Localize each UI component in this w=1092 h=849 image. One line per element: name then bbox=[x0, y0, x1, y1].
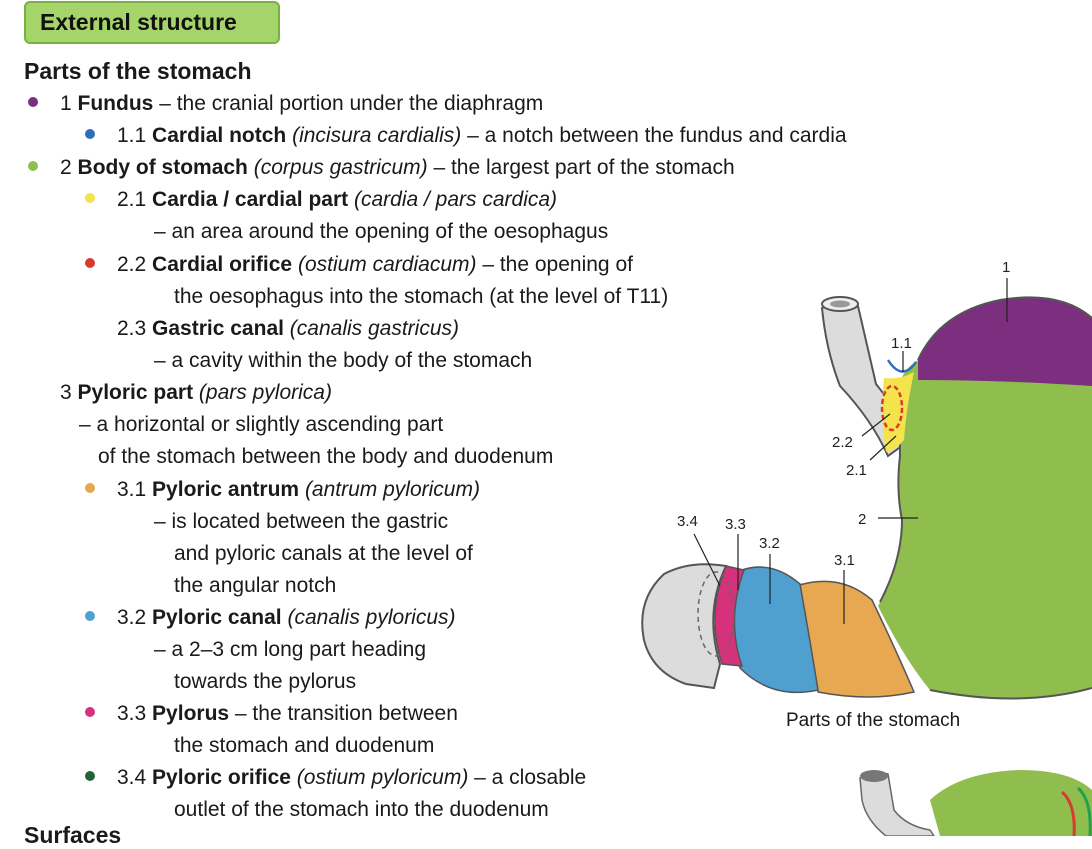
antrum-bullet bbox=[85, 483, 95, 493]
body-bullet bbox=[28, 161, 38, 171]
item-cardial-notch: 1.1 Cardial notch (incisura cardialis) –… bbox=[117, 124, 847, 147]
cardia-region bbox=[882, 372, 914, 452]
second-oesophagus bbox=[859, 771, 935, 836]
item-body: 2 Body of stomach (corpus gastricum) – t… bbox=[60, 156, 735, 179]
item-fundus: 1 Fundus – the cranial portion under the… bbox=[60, 92, 544, 115]
body-region bbox=[878, 360, 1092, 699]
item-pyloric-canal: 3.2 Pyloric canal (canalis pyloricus) bbox=[117, 606, 456, 629]
pylorus-region bbox=[714, 565, 745, 667]
item-cardia-desc: – an area around the opening of the oeso… bbox=[154, 220, 609, 243]
fig-label-2-2: 2.2 bbox=[832, 434, 853, 451]
item-gastric-canal-desc: – a cavity within the body of the stomac… bbox=[154, 349, 533, 372]
pylorus-bullet bbox=[85, 707, 95, 717]
section-badge: External structure bbox=[24, 1, 280, 44]
fig-label-2-1: 2.1 bbox=[846, 462, 867, 479]
pyloric-canal-bullet bbox=[85, 611, 95, 621]
fundus-bullet bbox=[28, 97, 38, 107]
cardial-notch-bullet bbox=[85, 129, 95, 139]
item-pylorus-desc: the stomach and duodenum bbox=[174, 734, 435, 757]
fig-label-3-2: 3.2 bbox=[759, 535, 780, 552]
pyloric-orifice-bullet bbox=[85, 771, 95, 781]
parts-heading: Parts of the stomach bbox=[24, 58, 252, 84]
fig-label-1-1: 1.1 bbox=[891, 335, 912, 352]
item-pyloric-orifice-desc: outlet of the stomach into the duodenum bbox=[174, 798, 549, 821]
item-antrum-desc-3: the angular notch bbox=[174, 574, 337, 597]
item-pyloric-canal-desc-2: towards the pylorus bbox=[174, 670, 357, 693]
fig-label-3-3: 3.3 bbox=[725, 516, 746, 533]
cardial-orifice-bullet bbox=[85, 258, 95, 268]
item-pyloric-part: 3 Pyloric part (pars pylorica) bbox=[60, 381, 332, 404]
item-pyloric-orifice: 3.4 Pyloric orifice (ostium pyloricum) –… bbox=[117, 766, 587, 789]
item-pyloric-part-desc-2: of the stomach between the body and duod… bbox=[98, 445, 554, 468]
item-cardial-orifice: 2.2 Cardial orifice (ostium cardiacum) –… bbox=[117, 253, 633, 276]
item-pyloric-part-desc: – a horizontal or slightly ascending par… bbox=[79, 413, 444, 436]
fig-label-2: 2 bbox=[858, 511, 866, 528]
item-pylorus: 3.3 Pylorus – the transition between bbox=[117, 702, 458, 725]
fundus-region bbox=[918, 297, 1092, 386]
item-antrum-desc: – is located between the gastric bbox=[154, 510, 449, 533]
cardia-bullet bbox=[85, 193, 95, 203]
figure-caption: Parts of the stomach bbox=[786, 710, 961, 731]
cardial-notch-curve bbox=[886, 359, 918, 373]
item-cardia: 2.1 Cardia / cardial part (cardia / pars… bbox=[117, 188, 558, 211]
item-pyloric-canal-desc: – a 2–3 cm long part heading bbox=[154, 638, 427, 661]
item-gastric-canal: 2.3 Gastric canal (canalis gastricus) bbox=[117, 317, 460, 340]
fig-label-3-1: 3.1 bbox=[834, 552, 855, 569]
fig-label-1: 1 bbox=[1002, 259, 1010, 276]
duodenum-shape bbox=[641, 563, 728, 690]
pyloric-orifice-ring bbox=[697, 571, 735, 657]
fig-label-3-4: 3.4 bbox=[677, 513, 698, 530]
second-stomach-body bbox=[930, 770, 1092, 836]
item-cardial-orifice-desc: the oesophagus into the stomach (at the … bbox=[174, 285, 669, 308]
item-antrum-desc-2: and pyloric canals at the level of bbox=[174, 542, 473, 565]
item-antrum: 3.1 Pyloric antrum (antrum pyloricum) bbox=[117, 478, 480, 501]
cardial-orifice-ring bbox=[880, 384, 904, 432]
